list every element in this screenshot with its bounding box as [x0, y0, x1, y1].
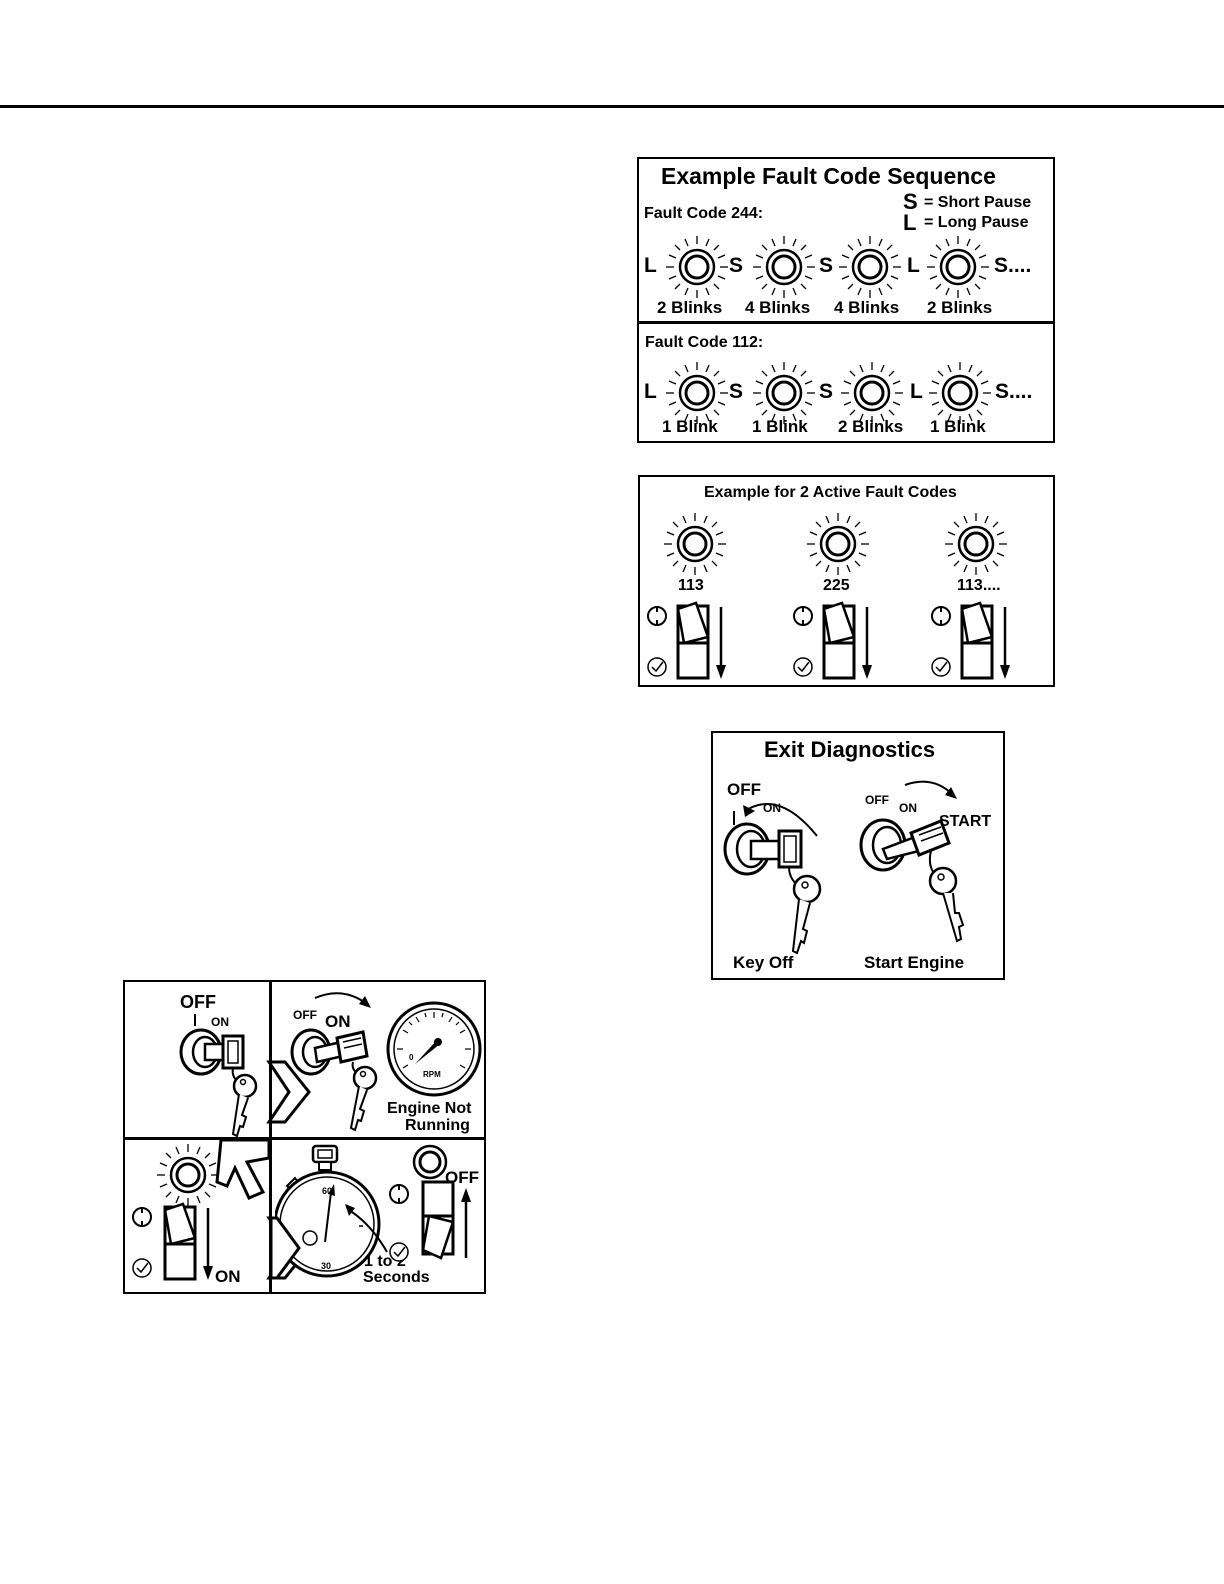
ignition-key-off-icon [179, 1014, 258, 1137]
blink-lamp-icon [666, 362, 728, 424]
diagnostic-switch-up-icon [389, 1180, 471, 1262]
key-on-label: ON [899, 801, 917, 815]
stopwatch-30-label: 30 [321, 1261, 332, 1271]
pause-marker: S [819, 254, 834, 277]
key-off-caption: Key Off [733, 953, 794, 972]
blink-lamp-icon [945, 513, 1007, 575]
fault-code-sequence-panel: Example Fault Code Sequence S = Short Pa… [637, 157, 1055, 443]
rpm-gauge-icon [386, 1001, 482, 1097]
ignition-key-on-icon [290, 992, 378, 1132]
section-divider [639, 321, 1053, 324]
blink-count-label: 4 Blinks [745, 298, 811, 317]
active-code-label: 225 [823, 577, 850, 594]
pause-marker: S [819, 380, 834, 403]
gauge-unit-label: RPM [423, 1070, 441, 1079]
exit-diagnostics-panel: Exit Diagnostics OFF ON OFF ON START Key… [711, 731, 1005, 980]
key-off-label: OFF [865, 793, 889, 807]
fault-code-label: Fault Code 244: [644, 205, 764, 222]
diagnostic-switch-icon [931, 601, 1010, 680]
exit-diagnostics-title: Exit Diagnostics [764, 737, 936, 762]
indicator-lamp-icon [412, 1144, 448, 1180]
blink-lamp-icon [841, 362, 903, 424]
step-arrow-right-icon [271, 1216, 301, 1280]
step-arrow-down-left-icon [215, 1138, 271, 1200]
diagnostic-switch-icon [132, 1202, 213, 1281]
blink-lamp-icon [929, 362, 991, 424]
blink-lamp-icon [664, 513, 726, 575]
step-divider-horizontal [125, 1137, 484, 1140]
gauge-zero-label: 0 [409, 1053, 414, 1062]
blink-lamp-icon [839, 236, 901, 298]
pause-marker: L [644, 380, 657, 403]
active-codes-title: Example for 2 Active Fault Codes [704, 484, 957, 501]
active-code-label: 113 [678, 577, 704, 594]
blink-lamp-icon [753, 236, 815, 298]
start-engine-caption: Start Engine [864, 953, 965, 972]
pause-marker: S [729, 254, 744, 277]
blink-count-label: 2 Blinks [657, 298, 723, 317]
active-code-label: 113.... [957, 577, 1001, 594]
legend-long-letter: L [903, 210, 917, 235]
pause-marker: S [729, 380, 744, 403]
pause-marker: S.... [994, 254, 1032, 277]
pause-marker: S.... [995, 380, 1033, 403]
switch-on-label: ON [215, 1267, 241, 1286]
step1-on-label: ON [211, 1015, 229, 1029]
step2-on-label: ON [325, 1012, 351, 1031]
diagnostic-switch-icon [647, 601, 726, 680]
enter-diagnostics-panel: OFF ON OFF ON [123, 980, 486, 1294]
blink-count-label: 1 Blink [930, 417, 986, 436]
blink-count-label: 1 Blink [662, 417, 718, 436]
key-off-label: OFF [727, 780, 761, 799]
ignition-key-start-icon [859, 780, 965, 943]
ignition-key-off-icon [723, 803, 822, 955]
engine-not-running-label: Running [405, 1117, 470, 1134]
blink-lamp-icon [666, 236, 728, 298]
blink-lamp-icon [927, 236, 989, 298]
fault-sequence-title: Example Fault Code Sequence [661, 163, 996, 189]
stopwatch-60-label: 60 [322, 1186, 333, 1196]
blink-count-label: 4 Blinks [834, 298, 900, 317]
blink-lamp-icon [753, 362, 815, 424]
step1-off-label: OFF [180, 992, 216, 1012]
step-arrow-right-icon [266, 1060, 311, 1124]
blink-lamp-icon [157, 1144, 219, 1206]
key-start-label: START [939, 813, 992, 830]
active-fault-codes-panel: Example for 2 Active Fault Codes [638, 475, 1055, 687]
step2-off-label: OFF [293, 1008, 317, 1022]
step-divider-vertical [269, 982, 272, 1292]
legend-long-text: = Long Pause [924, 214, 1029, 231]
pause-marker: L [907, 254, 920, 277]
blink-count-label: 2 Blinks [927, 298, 993, 317]
header-rule [0, 105, 1224, 108]
pause-marker: L [910, 380, 923, 403]
blink-lamp-icon [807, 513, 869, 575]
engine-not-running-label: Engine Not [387, 1100, 472, 1117]
legend-short-letter: S [903, 189, 918, 214]
legend-short-text: = Short Pause [924, 194, 1032, 211]
blink-count-label: 1 Blink [752, 417, 808, 436]
diagnostic-switch-icon [793, 601, 872, 680]
duration-label: Seconds [363, 1269, 430, 1286]
fault-code-label: Fault Code 112: [645, 334, 764, 351]
stopwatch-icon [275, 1144, 388, 1278]
blink-count-label: 2 Blinks [838, 417, 904, 436]
pause-marker: L [644, 254, 657, 277]
